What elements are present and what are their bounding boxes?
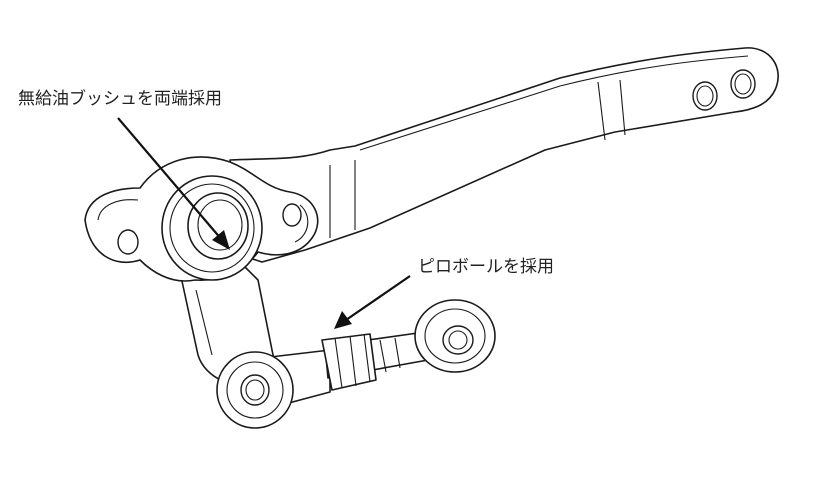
rod-end-upper [414, 299, 496, 373]
hub-hole-left [117, 229, 139, 255]
bushing-arrow [117, 117, 230, 250]
ball-joint-arrow [334, 275, 411, 329]
adjuster-rod [321, 331, 429, 391]
bushing-label: 無給油ブッシュを両端採用 [18, 89, 222, 109]
rod-end-lower [216, 349, 331, 429]
hub-hole-right [282, 203, 302, 227]
pedal-arm [229, 47, 779, 263]
ball-joint-label: ピロボールを採用 [418, 257, 554, 277]
